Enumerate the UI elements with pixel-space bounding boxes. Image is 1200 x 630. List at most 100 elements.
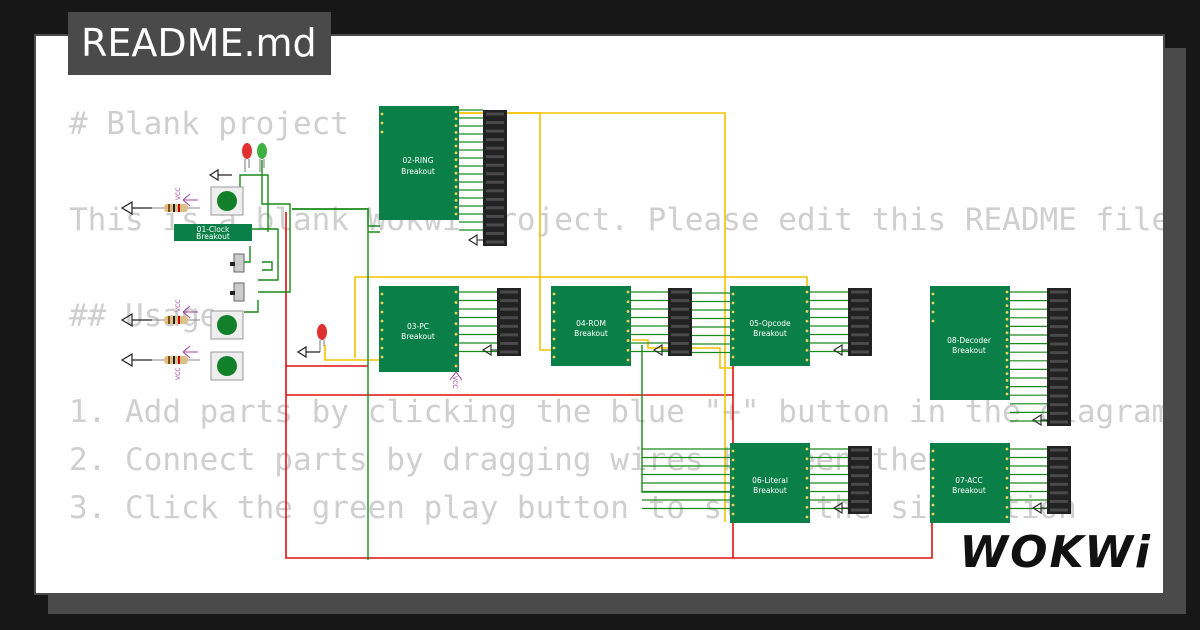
array-segment	[851, 290, 869, 294]
header-pin	[454, 158, 458, 162]
array-segment	[851, 465, 869, 469]
header-pin	[454, 343, 458, 347]
pushbutton-icon[interactable]	[210, 310, 244, 340]
array-segment	[851, 482, 869, 486]
board-literal[interactable]	[730, 443, 810, 523]
header-pin	[626, 319, 630, 323]
header-pin	[626, 310, 630, 313]
slide-switch-icon[interactable]	[230, 282, 245, 302]
header-pin	[1005, 385, 1009, 389]
header-pin	[931, 476, 935, 480]
header-pin	[626, 339, 630, 342]
board-rom[interactable]	[551, 286, 631, 366]
array-segment	[851, 333, 869, 337]
header-pin	[731, 512, 735, 516]
header-pin	[380, 328, 384, 332]
header-pin	[454, 212, 458, 216]
header-pin	[380, 310, 384, 314]
board-label-pc: 03-PC	[407, 322, 429, 331]
header-pin	[1005, 515, 1009, 519]
header-pin	[454, 199, 458, 202]
ground-icon	[481, 344, 503, 356]
board-sublabel-clock: Breakout	[196, 232, 230, 241]
array-segment	[500, 341, 518, 345]
header-pin	[931, 310, 935, 314]
readme-step-1: 1. Add parts by clicking the blue "+" bu…	[69, 394, 1165, 430]
resistor-icon	[152, 316, 200, 324]
vcc-label: VCC	[451, 376, 458, 388]
array-segment	[851, 324, 869, 328]
header-pin	[380, 355, 384, 359]
vcc-label: VCC	[175, 368, 182, 380]
array-segment	[1050, 377, 1068, 381]
board-sublabel-rom: Breakout	[574, 329, 608, 338]
board-sublabel-decoder: Breakout	[952, 346, 986, 355]
header-pin	[454, 290, 458, 294]
header-pin	[454, 354, 458, 357]
array-segment	[1050, 457, 1068, 461]
array-segment	[486, 231, 504, 235]
slide-switch-icon[interactable]	[230, 253, 245, 273]
board-label-opcode: 05-Opcode	[749, 319, 791, 328]
header-pin	[1005, 379, 1009, 382]
array-segment	[1050, 342, 1068, 346]
resistor-icon	[152, 356, 200, 364]
board-pc[interactable]	[379, 286, 459, 372]
ground-icon	[832, 344, 854, 356]
vcc-label: VCC	[175, 300, 182, 312]
header-pin	[552, 301, 556, 305]
header-pin	[931, 512, 935, 516]
header-pin	[552, 310, 556, 314]
ground-icon	[467, 234, 489, 246]
readme-tab[interactable]: README.md	[68, 12, 331, 75]
ground-icon	[1031, 414, 1053, 426]
header-pin	[931, 494, 935, 498]
header-pin	[931, 458, 935, 462]
header-pin	[454, 205, 458, 209]
array-segment	[671, 333, 689, 337]
header-pin	[380, 346, 384, 350]
green-wire-clock-b	[258, 160, 291, 293]
board-opcode[interactable]	[730, 286, 810, 366]
array-segment	[1050, 491, 1068, 495]
header-pin	[552, 346, 556, 350]
header-pin	[1005, 297, 1009, 301]
array-segment	[1050, 403, 1068, 407]
array-segment	[486, 155, 504, 159]
array-segment	[671, 299, 689, 303]
pushbutton-icon[interactable]	[210, 186, 244, 216]
array-segment	[1050, 420, 1068, 424]
header-pin	[454, 185, 458, 189]
board-clock[interactable]	[174, 224, 252, 241]
board-ring[interactable]	[379, 106, 459, 220]
header-pin	[1005, 447, 1009, 451]
board-decoder[interactable]	[930, 286, 1010, 400]
header-pin	[1005, 351, 1009, 355]
header-pin	[454, 165, 458, 168]
header-pin	[731, 467, 735, 471]
array-segment	[671, 307, 689, 311]
yellow-wire-ring	[456, 112, 726, 522]
board-label-acc: 07-ACC	[955, 476, 983, 485]
array-segment	[486, 121, 504, 125]
board-acc[interactable]	[930, 443, 1010, 523]
header-pin	[1005, 496, 1009, 499]
array-segment	[486, 189, 504, 193]
header-pin	[380, 130, 384, 134]
header-pin	[1005, 365, 1009, 369]
vcc-symbol-icon	[182, 193, 463, 381]
resistor-array	[497, 288, 521, 356]
header-pin	[1005, 311, 1009, 314]
led-green-icon	[257, 143, 267, 172]
header-pin	[731, 346, 735, 350]
ground-icon	[652, 344, 674, 356]
header-pin	[454, 301, 458, 304]
header-pin	[454, 322, 458, 326]
header-pin	[1005, 345, 1009, 348]
header-pin	[731, 458, 735, 462]
array-segment	[671, 316, 689, 320]
array-segment	[486, 146, 504, 150]
wokwi-logo: WOKWi	[959, 527, 1152, 578]
array-segment	[1050, 290, 1068, 294]
pushbutton-icon[interactable]	[210, 351, 244, 381]
